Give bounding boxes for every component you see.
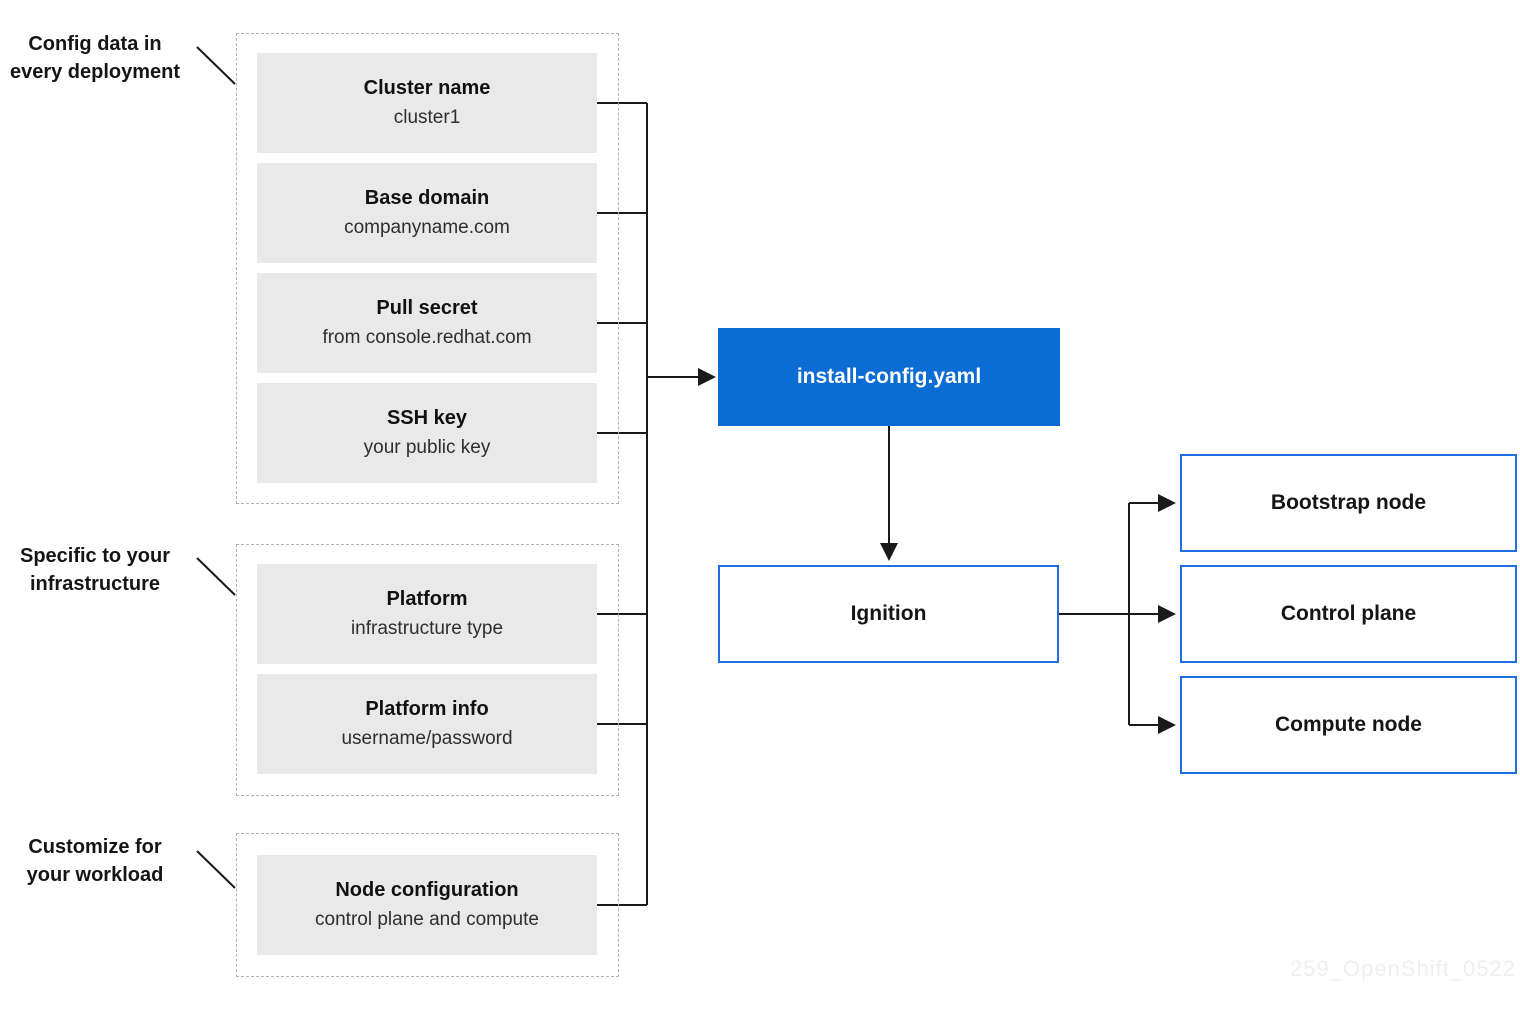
side-label-line: Specific to your <box>19 545 171 567</box>
control-plane-arrowhead-icon <box>1158 605 1176 623</box>
box-subtitle: infrastructure type <box>350 618 504 639</box>
compute-arrowhead-icon <box>1158 716 1176 734</box>
box-title: Pull secret <box>376 297 478 319</box>
box-ignition: Ignition <box>718 565 1059 663</box>
pointer-line-config-data <box>196 46 236 85</box>
side-label-workload: Customize for your workload <box>0 833 190 889</box>
output-box-label: Bootstrap node <box>1270 491 1427 514</box>
watermark: 259_OpenShift_0522 <box>1290 956 1516 981</box>
side-label-line: infrastructure <box>29 573 161 595</box>
output-box-label: Compute node <box>1275 713 1422 736</box>
box-ssh-key: SSH key your public key <box>257 383 597 483</box>
box-compute-node: Compute node <box>1180 676 1517 774</box>
install-config-label: install-config.yaml <box>796 365 982 388</box>
box-subtitle: companyname.com <box>344 217 510 238</box>
box-subtitle: control plane and compute <box>315 909 539 930</box>
side-label-line: your workload <box>26 864 164 886</box>
side-label-infrastructure: Specific to your infrastructure <box>0 542 190 598</box>
output-box-label: Control plane <box>1280 602 1417 625</box>
box-platform: Platform infrastructure type <box>257 564 597 664</box>
box-subtitle: from console.redhat.com <box>322 327 532 348</box>
box-title: Base domain <box>364 187 490 209</box>
pointer-line-workload <box>196 850 236 889</box>
bootstrap-arrowhead-icon <box>1158 494 1176 512</box>
box-title: Node configuration <box>335 879 519 901</box>
side-label-line: Config data in <box>28 33 162 55</box>
box-subtitle: cluster1 <box>393 107 461 128</box>
group-infrastructure <box>236 544 619 796</box>
pointer-line-infrastructure <box>196 557 236 596</box>
side-label-config-data: Config data in every deployment <box>0 30 190 86</box>
box-install-config: install-config.yaml <box>718 328 1060 426</box>
box-connector-stubs <box>597 102 647 906</box>
side-label-line: Customize for <box>28 836 162 858</box>
box-title: Platform <box>386 588 468 610</box>
box-title: SSH key <box>386 407 468 429</box>
box-platform-info: Platform info username/password <box>257 674 597 774</box>
group-config-data <box>236 33 619 504</box>
box-cluster-name: Cluster name cluster1 <box>257 53 597 153</box>
box-base-domain: Base domain companyname.com <box>257 163 597 263</box>
box-subtitle: your public key <box>363 437 491 458</box>
box-pull-secret: Pull secret from console.redhat.com <box>257 273 597 373</box>
box-title: Platform info <box>365 698 489 720</box>
box-node-configuration: Node configuration control plane and com… <box>257 855 597 955</box>
group-workload <box>236 833 619 977</box>
box-title: Cluster name <box>363 77 491 99</box>
ignition-arrowhead-icon <box>880 543 898 561</box>
box-subtitle: username/password <box>341 728 513 749</box>
side-label-line: every deployment <box>9 61 181 83</box>
install-config-arrowhead-icon <box>698 368 716 386</box>
ignition-label: Ignition <box>850 602 927 625</box>
box-control-plane: Control plane <box>1180 565 1517 663</box>
box-bootstrap-node: Bootstrap node <box>1180 454 1517 552</box>
